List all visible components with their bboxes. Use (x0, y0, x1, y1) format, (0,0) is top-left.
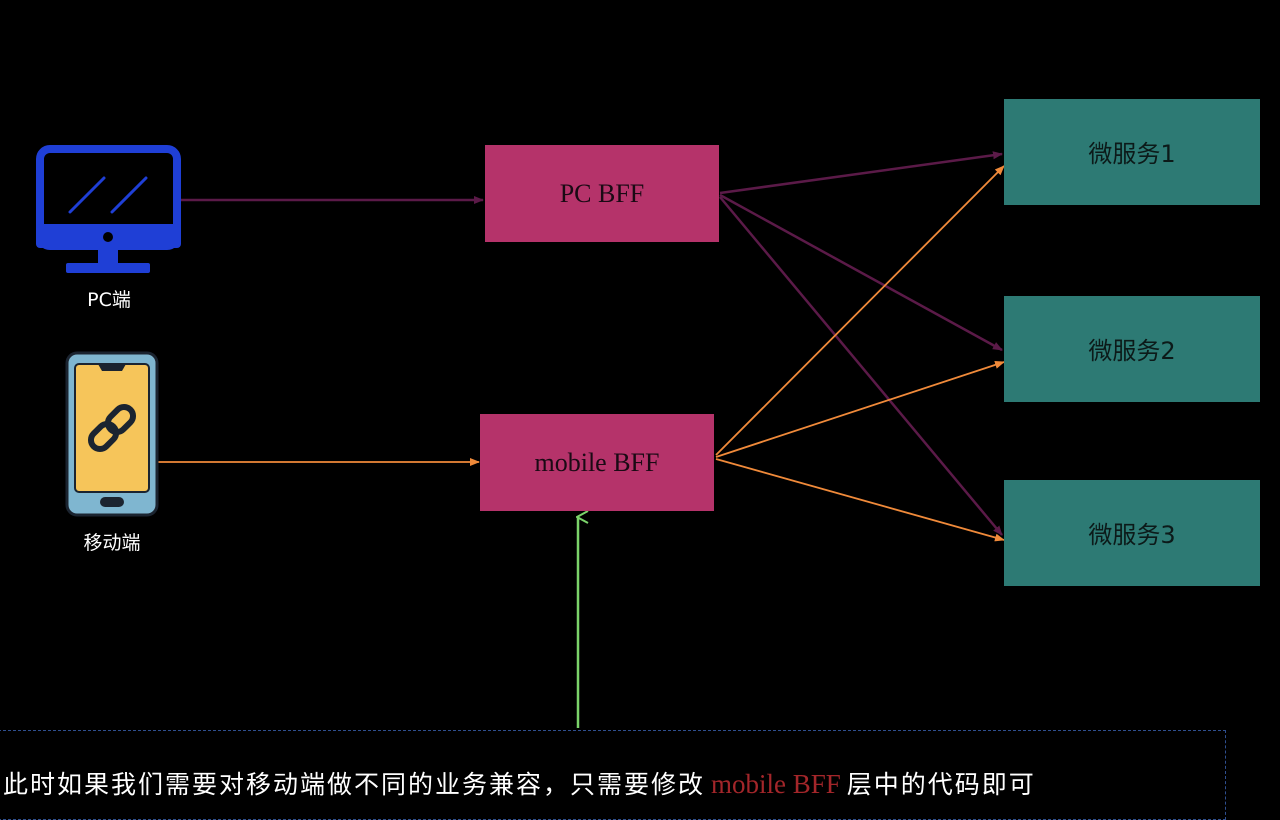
mobile-bff-box: mobile BFF (480, 414, 714, 511)
service-box-3: 微服务3 (1004, 480, 1260, 586)
caption-after: 层中的代码即可 (846, 770, 1036, 799)
arrow-pc-bff-to-service-2 (719, 193, 1003, 352)
pc-client-label: PC端 (87, 289, 131, 311)
mobile-client-label: 移动端 (83, 532, 140, 554)
arrow-pc-bff-to-service-1 (719, 151, 1003, 195)
service-box-1: 微服务1 (1004, 99, 1260, 205)
caption-before: 此时如果我们需要对移动端做不同的业务兼容，只需要修改 (3, 770, 706, 799)
service-label-2: 微服务2 (1088, 337, 1175, 365)
mobile-bff-label: mobile BFF (535, 448, 660, 477)
service-label-1: 微服务1 (1088, 140, 1175, 168)
arrow-mobile-bff-to-service-1 (715, 165, 1005, 456)
service-label-3: 微服务3 (1088, 521, 1175, 549)
pc-bff-box: PC BFF (485, 145, 719, 242)
pc-bff-label: PC BFF (560, 179, 645, 208)
monitor-icon (36, 145, 181, 273)
arrow-pc-bff-to-service-3 (719, 196, 1003, 536)
caption-highlight: mobile BFF (711, 769, 841, 799)
arrow-mobile-bff-to-service-2 (715, 361, 1005, 458)
mobile-arrows (157, 165, 1005, 542)
phone-link-icon (65, 351, 159, 517)
service-box-2: 微服务2 (1004, 296, 1260, 402)
arrow-mobile-bff-to-service-3 (715, 458, 1005, 542)
pc-arrows (180, 151, 1003, 536)
